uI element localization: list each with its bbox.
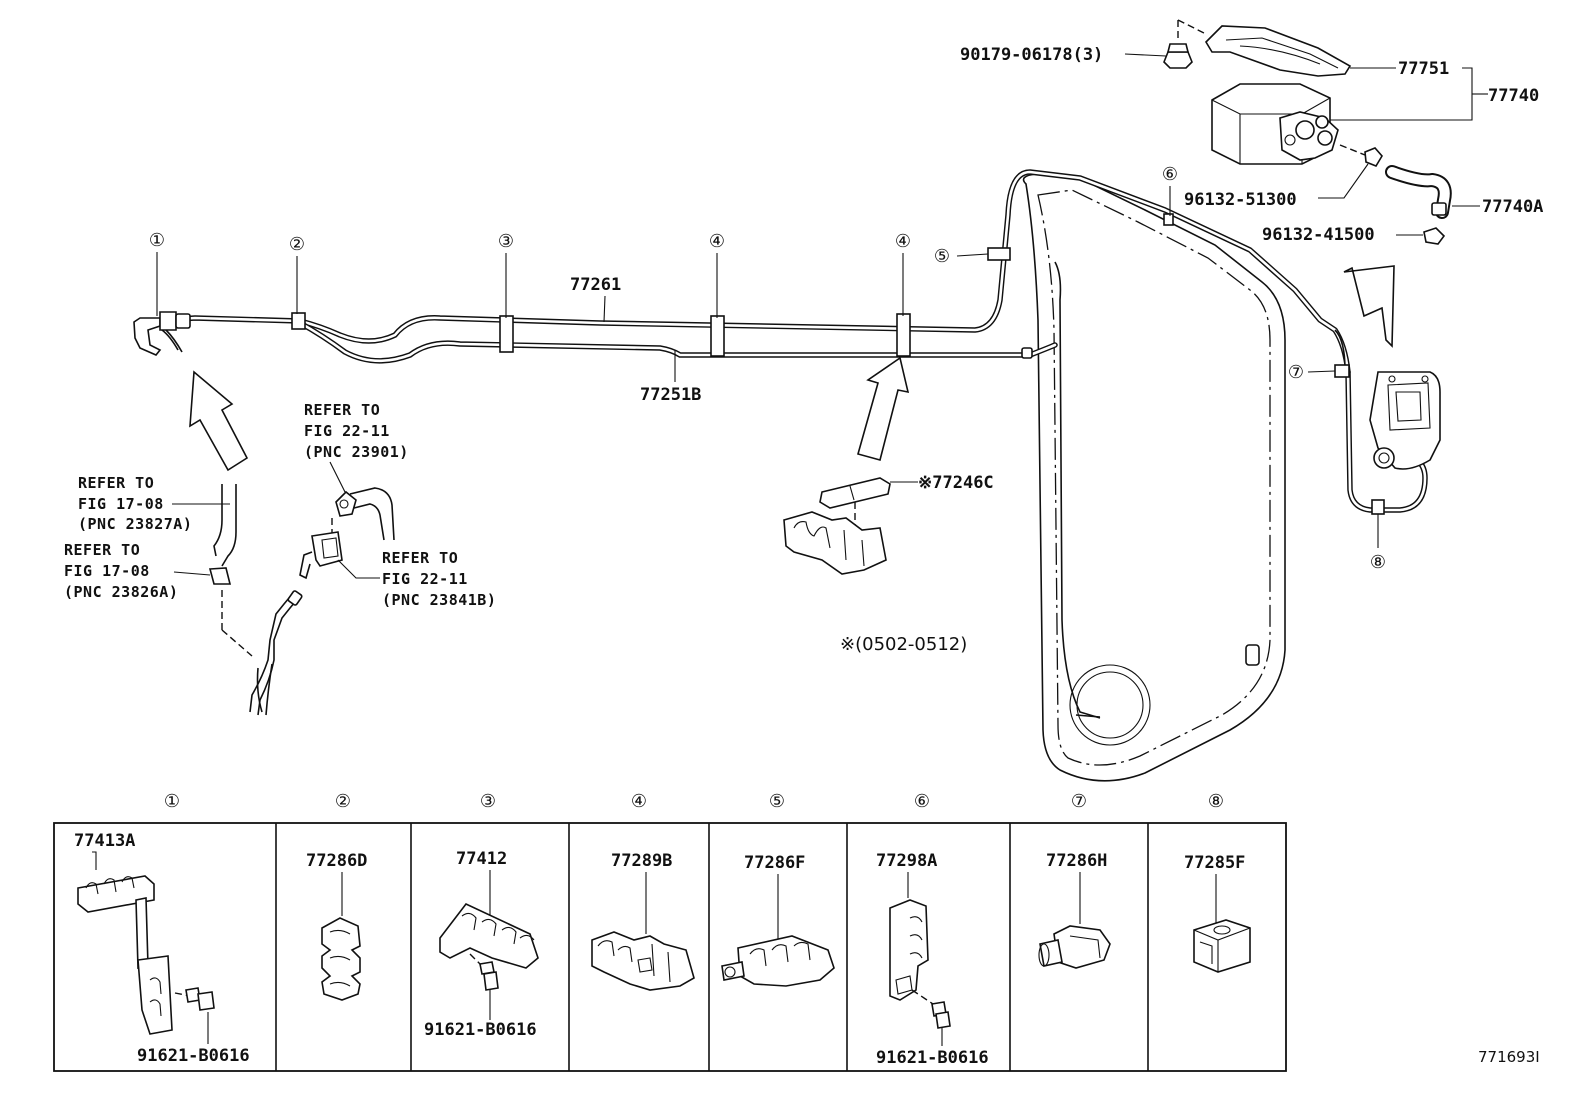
refer-23826A-l1: REFER TO — [64, 541, 140, 559]
cell-77285F: 77285F — [1184, 853, 1251, 973]
part-77413A: 77413A — [74, 831, 135, 851]
refer-23901-l2: FIG 22-11 — [304, 422, 390, 440]
canister-assembly — [1163, 19, 1452, 245]
part-77289B: 77289B — [611, 851, 672, 871]
table-callout-6: ⑥ — [914, 791, 930, 812]
callouts: ① ② ③ ④ ④ ⑤ ⑥ ⑦ ⑧ — [149, 164, 1386, 573]
part-77285F: 77285F — [1184, 853, 1245, 873]
note-0502-0512: ※(0502-0512) — [840, 634, 967, 655]
callout-leaders — [156, 186, 1379, 548]
table-callout-3: ③ — [480, 791, 496, 812]
label-77251B: 77251B — [640, 385, 701, 405]
part-77412: 77412 — [456, 849, 507, 869]
label-77740: 77740 — [1488, 86, 1539, 106]
front-bracket — [133, 311, 191, 356]
callout-2: ② — [289, 234, 305, 255]
refer-23841B-l2: FIG 22-11 — [382, 570, 468, 588]
arrow-mid — [857, 356, 910, 461]
cell-77286H: 77286H — [1038, 851, 1111, 969]
table-callout-2: ② — [335, 791, 351, 812]
left-refer-parts — [208, 484, 395, 716]
callout-1: ① — [149, 230, 165, 251]
callout-8: ⑧ — [1370, 552, 1386, 573]
part-77286D: 77286D — [306, 851, 367, 871]
clamp-markers — [291, 213, 1385, 515]
callout-4a: ④ — [709, 231, 725, 252]
callout-7: ⑦ — [1288, 362, 1304, 383]
asterisk-77246C: ※77246C — [918, 473, 994, 493]
refer-23827A-l2: FIG 17-08 — [78, 495, 164, 513]
table-callout-1: ① — [164, 791, 180, 812]
cell-77286D: 77286D — [306, 851, 367, 1001]
cell-77286F: 77286F — [721, 853, 835, 987]
cell-77413A: 77413A 91621-B0616 — [74, 831, 250, 1066]
tube-77261 — [162, 169, 1351, 375]
table-callout-5: ⑤ — [769, 791, 785, 812]
label-77261: 77261 — [570, 275, 621, 295]
table-callouts: ① ② ③ ④ ⑤ ⑥ ⑦ ⑧ — [164, 791, 1224, 812]
refer-23901-l3: (PNC 23901) — [304, 443, 409, 461]
part-77298A: 77298A — [876, 851, 937, 871]
refer-23901-l1: REFER TO — [304, 401, 380, 419]
refer-23827A-l1: REFER TO — [78, 474, 154, 492]
refer-23826A-l3: (PNC 23826A) — [64, 583, 178, 601]
label-77740A: 77740A — [1482, 197, 1543, 217]
part-77286F: 77286F — [744, 853, 805, 873]
refer-notes: REFER TO FIG 22-11 (PNC 23901) REFER TO … — [64, 401, 496, 609]
bolt-1: 91621-B0616 — [137, 1046, 250, 1066]
bolt-3: 91621-B0616 — [424, 1020, 537, 1040]
bolt-6: 91621-B0616 — [876, 1048, 989, 1068]
table-callout-4: ④ — [631, 791, 647, 812]
filler-assembly — [1334, 329, 1441, 513]
tube-labels: 77261 77251B — [570, 275, 701, 405]
refer-23826A-l2: FIG 17-08 — [64, 562, 150, 580]
refer-23827A-l3: (PNC 23827A) — [78, 515, 192, 533]
part-77246C: ※77246C ※(0502-0512) — [783, 473, 994, 655]
callout-6: ⑥ — [1162, 164, 1178, 185]
refer-23841B-l3: (PNC 23841B) — [382, 591, 496, 609]
refer-23841B-l1: REFER TO — [382, 549, 458, 567]
part-77286H: 77286H — [1046, 851, 1107, 871]
fuel-tank — [1022, 173, 1286, 782]
figure-id: 771693I — [1478, 1048, 1540, 1066]
callout-4b: ④ — [895, 231, 911, 252]
label-77751: 77751 — [1398, 59, 1449, 79]
cell-77289B: 77289B — [591, 851, 695, 991]
arrow-right — [1343, 265, 1395, 348]
arrow-front — [189, 370, 249, 472]
label-96132-51300: 96132-51300 — [1184, 190, 1297, 210]
callout-5: ⑤ — [934, 246, 950, 267]
callout-3: ③ — [498, 231, 514, 252]
table-callout-8: ⑧ — [1208, 791, 1224, 812]
arrows — [189, 265, 1395, 472]
parts-table — [53, 822, 1287, 1072]
label-96132-41500: 96132-41500 — [1262, 225, 1375, 245]
cell-77412: 77412 91621-B0616 — [424, 849, 539, 1040]
canister-labels: 90179-06178(3) 77751 77740 96132-51300 7… — [960, 45, 1543, 245]
cell-77298A: 77298A 91621-B0616 — [876, 851, 989, 1068]
table-callout-7: ⑦ — [1071, 791, 1087, 812]
label-nut: 90179-06178(3) — [960, 45, 1103, 65]
